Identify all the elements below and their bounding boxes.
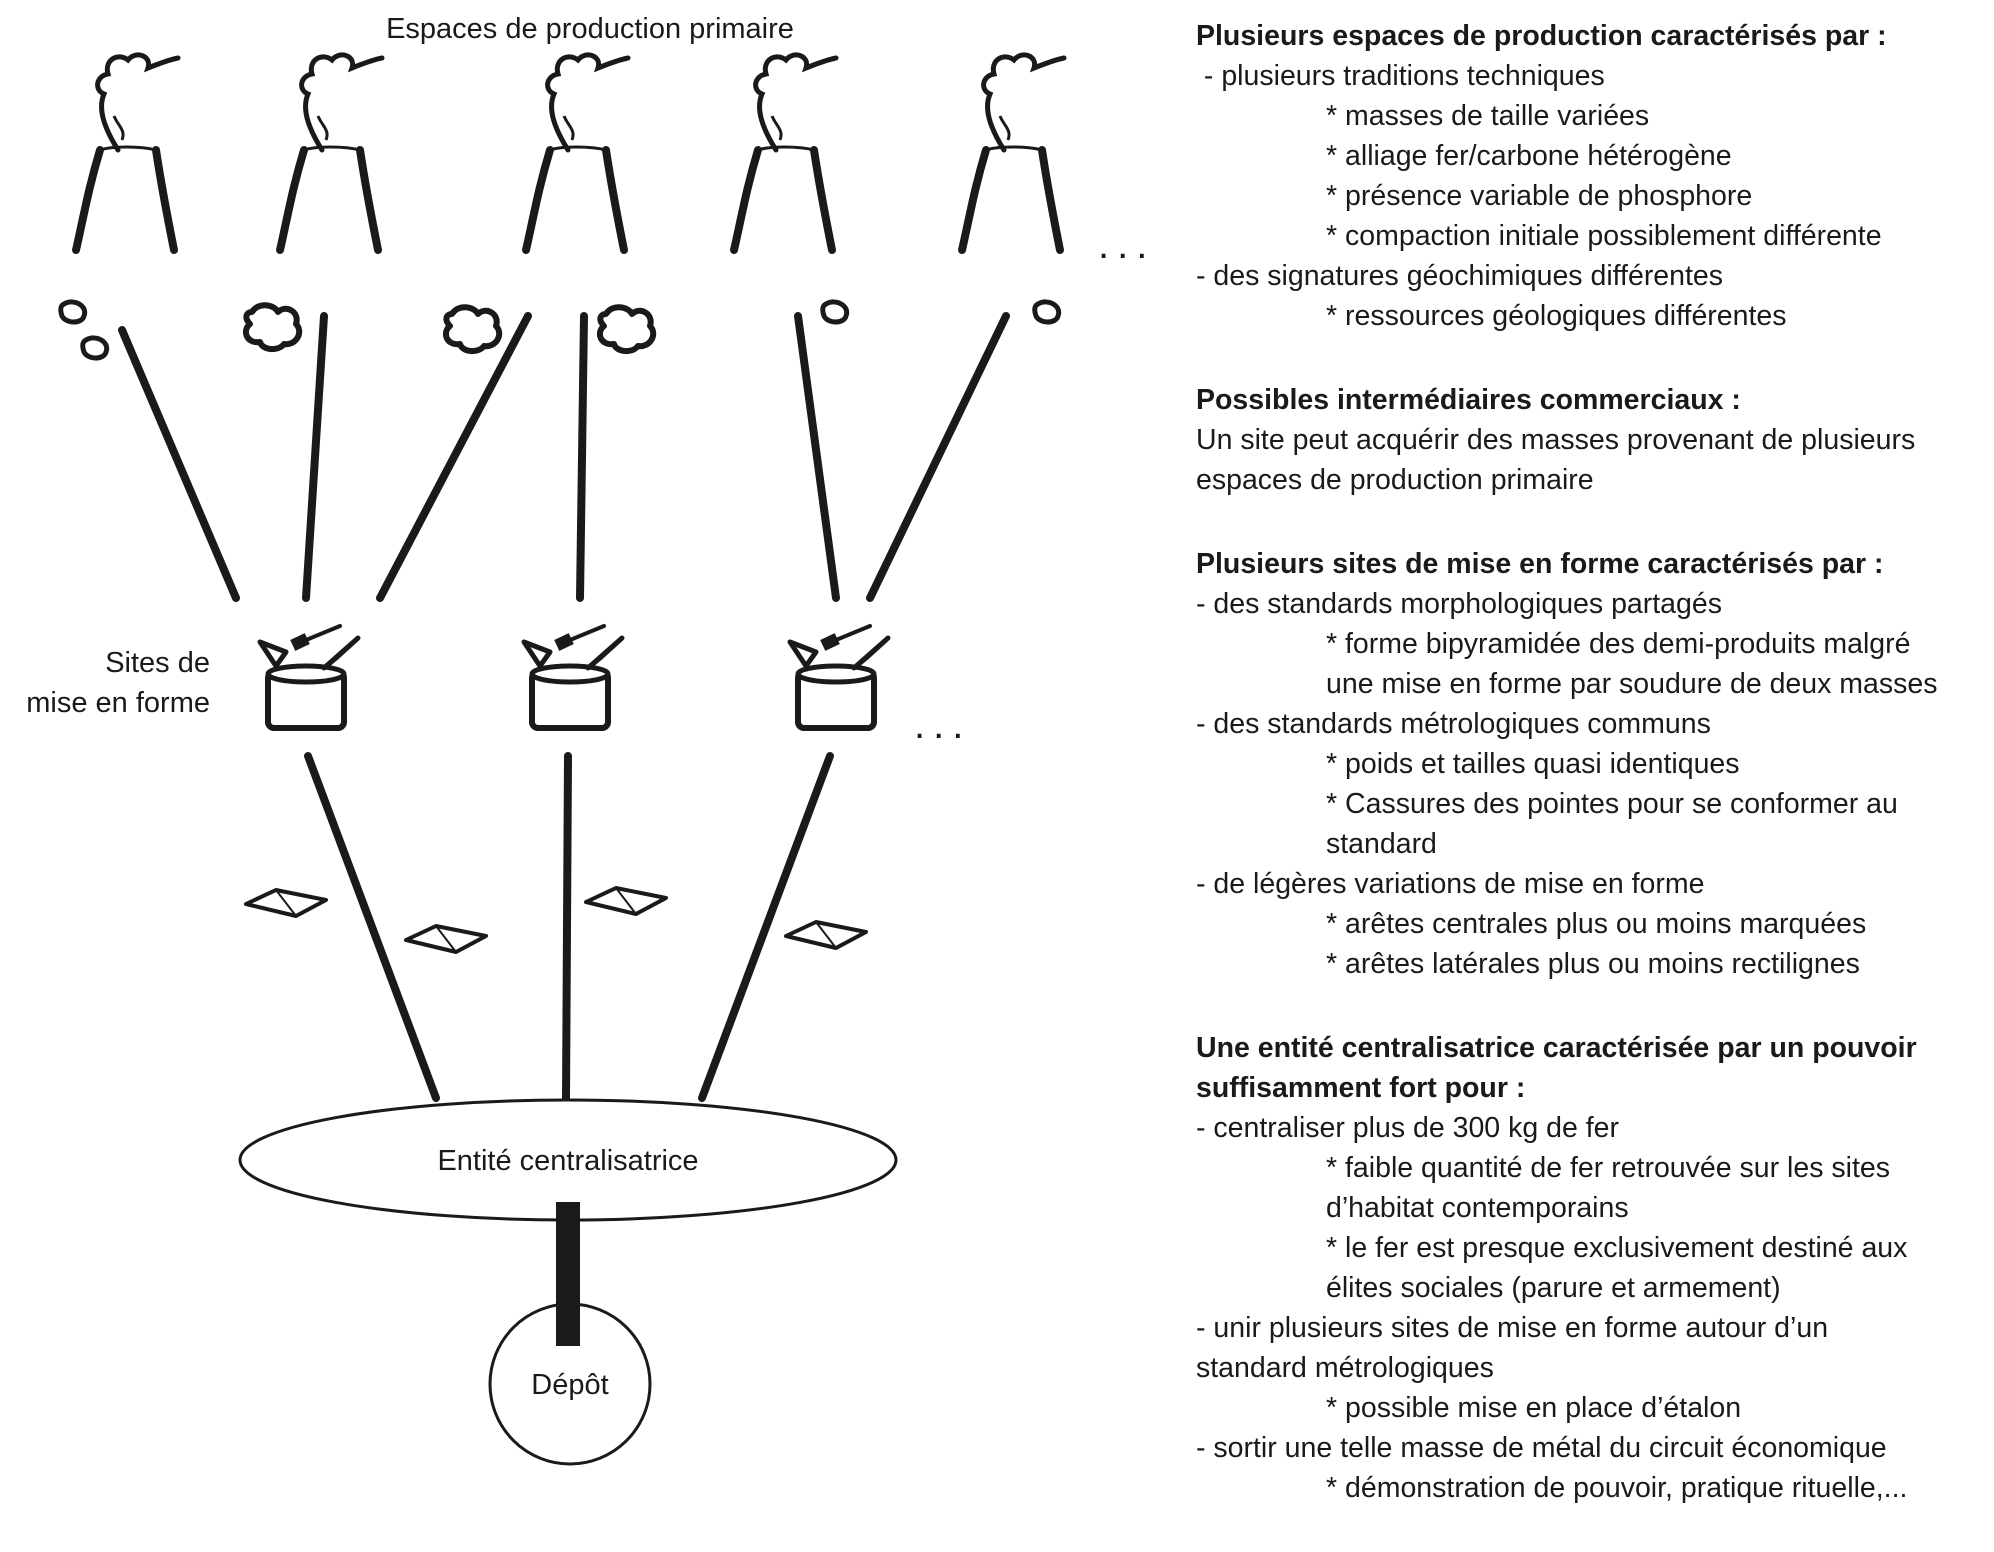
legend-item: standard métrologiques <box>1196 1348 1986 1388</box>
legend-subitem: * possible mise en place d’étalon <box>1196 1388 1986 1428</box>
sites-label-line2: mise en forme <box>26 687 210 719</box>
bar-icon-3 <box>586 888 666 914</box>
legend-subitem: * arêtes latérales plus ou moins rectili… <box>1196 944 1986 984</box>
legend-subitem: * masses de taille variées <box>1196 96 1986 136</box>
legend-subitem: * poids et tailles quasi identiques <box>1196 744 1986 784</box>
ellipsis-furnaces: ... <box>1098 223 1155 267</box>
furnace-icon-3 <box>526 55 628 250</box>
production-spaces-label: Espaces de production primaire <box>386 13 794 45</box>
bar-icon-1 <box>246 890 326 916</box>
legend-item: - unir plusieurs sites de mise en forme … <box>1196 1308 1986 1348</box>
furnace-icon-2 <box>280 55 382 250</box>
legend-item: - sortir une telle masse de métal du cir… <box>1196 1428 1986 1468</box>
ellipsis-sites: ... <box>914 703 971 747</box>
bloom-icon-3 <box>446 307 499 351</box>
legend-section-title: Une entité centralisatrice caractérisée … <box>1196 1028 1986 1068</box>
legend-section-1: Plusieurs espaces de production caractér… <box>1196 16 1986 336</box>
legend-section-title: Plusieurs sites de mise en forme caracté… <box>1196 544 1986 584</box>
legend-subitem: une mise en forme par soudure de deux ma… <box>1196 664 1986 704</box>
bar-icon-2 <box>406 926 486 952</box>
central-entity-label: Entité centralisatrice <box>437 1145 698 1177</box>
legend-section-3: Plusieurs sites de mise en forme caracté… <box>1196 544 1986 984</box>
bloom-icon-6 <box>1035 302 1059 322</box>
lower-connection-lines <box>308 756 830 1098</box>
legend-item: Un site peut acquérir des masses provena… <box>1196 420 1986 460</box>
legend-subitem: * alliage fer/carbone hétérogène <box>1196 136 1986 176</box>
forge-icon-1 <box>260 626 358 728</box>
legend-subitem: * compaction initiale possiblement diffé… <box>1196 216 1986 256</box>
legend-subitem: élites sociales (parure et armement) <box>1196 1268 1986 1308</box>
bloom-icon-1a <box>61 302 85 322</box>
bloom-icon-5 <box>823 302 847 322</box>
bloom-icon-4 <box>600 307 653 351</box>
legend-item: - des standards morphologiques partagés <box>1196 584 1986 624</box>
forge-icon-3 <box>790 626 888 728</box>
legend-subitem: * faible quantité de fer retrouvée sur l… <box>1196 1148 1986 1188</box>
bloom-icon-1b <box>83 338 107 358</box>
legend-section-title: Plusieurs espaces de production caractér… <box>1196 16 1986 56</box>
legend-item: - plusieurs traditions techniques <box>1196 56 1986 96</box>
sites-label-line1: Sites de <box>105 647 210 679</box>
legend-item: - de légères variations de mise en forme <box>1196 864 1986 904</box>
legend-subitem: standard <box>1196 824 1986 864</box>
legend-item: - centraliser plus de 300 kg de fer <box>1196 1108 1986 1148</box>
legend-subitem: * démonstration de pouvoir, pratique rit… <box>1196 1468 1986 1508</box>
legend-item: - des standards métrologiques communs <box>1196 704 1986 744</box>
legend-subitem: * forme bipyramidée des demi-produits ma… <box>1196 624 1986 664</box>
furnace-icon-5 <box>962 55 1064 250</box>
legend-subitem: d’habitat contemporains <box>1196 1188 1986 1228</box>
legend-subitem: * arêtes centrales plus ou moins marquée… <box>1196 904 1986 944</box>
legend-section-4: Une entité centralisatrice caractérisée … <box>1196 1028 1986 1508</box>
upper-connection-lines <box>122 316 1006 598</box>
legend-subitem: * le fer est presque exclusivement desti… <box>1196 1228 1986 1268</box>
legend-section-title: Possibles intermédiaires commerciaux : <box>1196 380 1986 420</box>
deposit-label: Dépôt <box>531 1369 608 1401</box>
forge-icon-2 <box>524 626 622 728</box>
legend-item: espaces de production primaire <box>1196 460 1986 500</box>
legend-subitem: * ressources géologiques différentes <box>1196 296 1986 336</box>
deposit-connector <box>556 1202 580 1346</box>
bar-icon-4 <box>786 922 866 948</box>
process-diagram: Espaces de production primaire ... Sites… <box>0 0 1200 1486</box>
legend-section-2: Possibles intermédiaires commerciaux :Un… <box>1196 380 1986 500</box>
legend-section-title: suffisamment fort pour : <box>1196 1068 1986 1108</box>
furnace-icon-4 <box>734 55 836 250</box>
legend-subitem: * Cassures des pointes pour se conformer… <box>1196 784 1986 824</box>
legend-item: - des signatures géochimiques différente… <box>1196 256 1986 296</box>
legend-subitem: * présence variable de phosphore <box>1196 176 1986 216</box>
bloom-icon-2 <box>246 305 299 349</box>
furnace-icon-1 <box>76 55 178 250</box>
legend-panel: Plusieurs espaces de production caractér… <box>1196 16 1986 1552</box>
